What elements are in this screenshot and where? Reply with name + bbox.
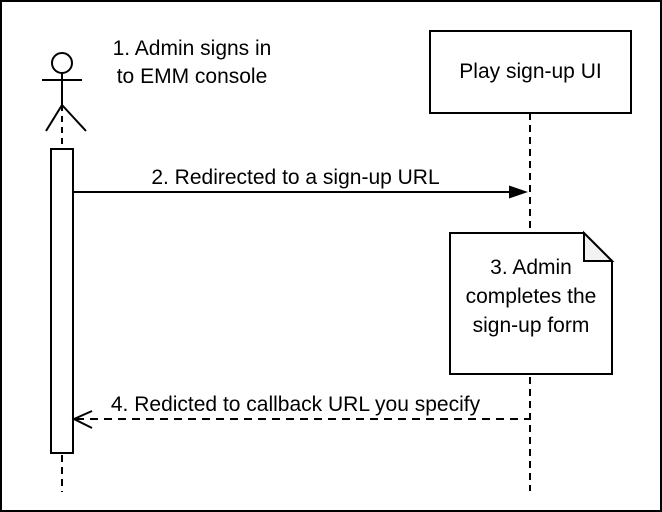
actor-head: [51, 52, 73, 74]
participant-box: [429, 30, 632, 114]
actor-leg-left: [45, 104, 63, 132]
message-4-arrow: [71, 410, 530, 429]
actor-leg-right: [61, 104, 87, 132]
actor-figure: [42, 52, 87, 132]
note-outline: [449, 232, 613, 375]
note-shape: [449, 230, 615, 375]
message-2-arrowhead-icon: [509, 185, 528, 199]
message-2-arrow: [73, 185, 528, 199]
note-fold-icon: [583, 230, 615, 262]
activation-bar: [50, 148, 74, 454]
message-4-arrowhead-icon: [71, 410, 93, 429]
